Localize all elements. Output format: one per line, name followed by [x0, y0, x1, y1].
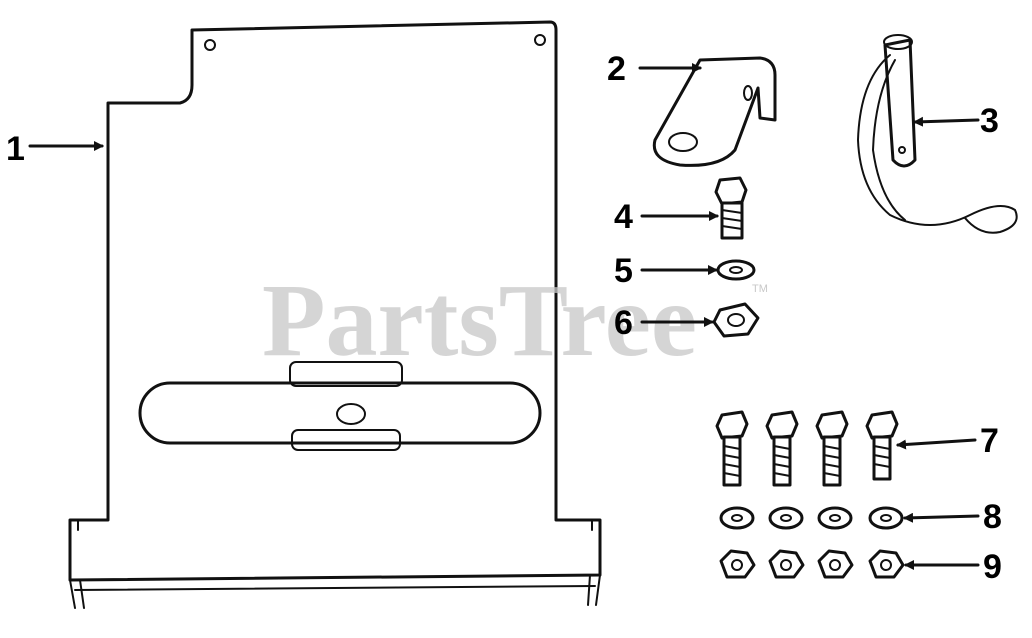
- callout-9: 9: [983, 548, 1002, 586]
- part-9-hex-nuts[interactable]: [719, 549, 905, 579]
- callout-1: 1: [6, 130, 25, 168]
- part-2-bracket[interactable]: [652, 56, 777, 167]
- part-4-bolt[interactable]: [714, 176, 748, 240]
- watermark-text: PartsTree: [262, 263, 697, 378]
- part-3-pin-with-lanyard[interactable]: [857, 34, 1018, 234]
- callout-8: 8: [983, 498, 1002, 536]
- part-1-mounting-plate[interactable]: [68, 20, 602, 609]
- part-6-hex-nut[interactable]: [712, 302, 760, 338]
- part-8-lock-washers[interactable]: [719, 506, 904, 530]
- part-7-bolts[interactable]: [715, 410, 899, 487]
- part-5-lock-washer[interactable]: [716, 259, 756, 281]
- leader-7: [896, 438, 977, 450]
- watermark: PartsTree TM: [262, 263, 768, 378]
- leader-8: [903, 512, 980, 523]
- callout-3: 3: [980, 102, 999, 140]
- leader-3: [913, 116, 980, 127]
- callout-7: 7: [980, 422, 999, 460]
- callout-5: 5: [614, 252, 633, 290]
- callout-leaders: [28, 63, 980, 570]
- callout-4: 4: [614, 198, 633, 236]
- callout-2: 2: [607, 50, 626, 88]
- callout-6: 6: [614, 304, 633, 342]
- watermark-tm: TM: [752, 283, 768, 295]
- callout-labels: 1 2 3 4 5 6 7 8 9: [6, 50, 1002, 586]
